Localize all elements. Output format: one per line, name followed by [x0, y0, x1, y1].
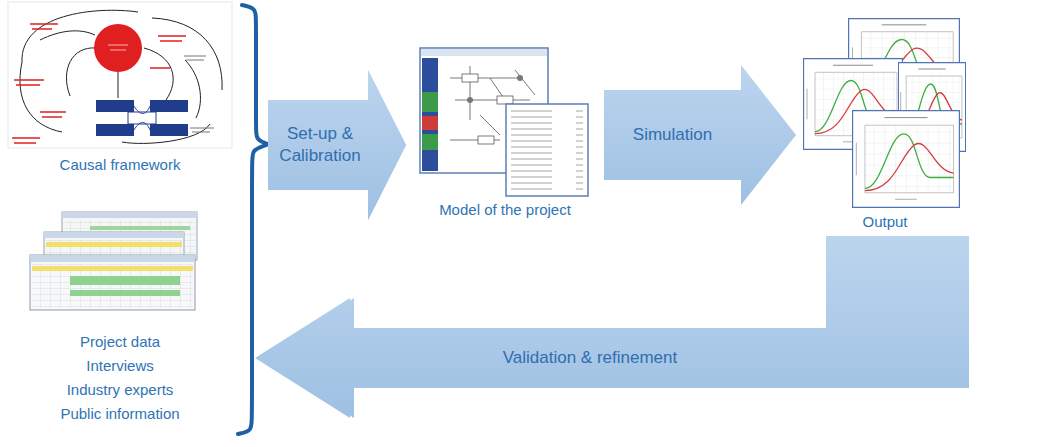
- spreadsheet-thumbnail: [30, 212, 197, 310]
- model-thumbnail: [420, 48, 588, 196]
- model-thumbnail: [422, 58, 438, 171]
- output-charts: [804, 18, 966, 207]
- model-thumbnail: [517, 75, 523, 81]
- causal-loop-thumbnail: [184, 56, 214, 132]
- arrow-label: Simulation: [633, 124, 712, 146]
- model-thumbnail: [422, 116, 438, 130]
- model-thumbnail: [462, 74, 478, 82]
- project-model-node: Model of the project: [411, 40, 599, 222]
- causal-loop-thumbnail: [134, 106, 150, 130]
- spreadsheet-thumbnail: [32, 266, 193, 271]
- curly-brace: [242, 5, 270, 145]
- node-caption: Causal framework: [1, 153, 239, 177]
- spreadsheet-thumbnail: [30, 255, 195, 310]
- spreadsheet-thumbnail: [62, 212, 197, 218]
- arrow-label: Validation & refinement: [503, 347, 678, 369]
- flow-connector: [255, 236, 969, 418]
- model-thumbnail: [467, 97, 473, 103]
- output-charts: [853, 111, 960, 208]
- flow-connector: [242, 5, 406, 220]
- causal-loop-thumbnail: [150, 124, 188, 136]
- model-thumbnail: [421, 49, 547, 56]
- spreadsheet-thumbnail: [46, 242, 182, 247]
- spreadsheet-thumbnail: [44, 232, 184, 238]
- block-arrow: [604, 65, 796, 205]
- spreadsheet-thumbnail: [70, 276, 180, 285]
- block-arrow: [268, 70, 406, 220]
- spreadsheet-thumbnail: [70, 290, 180, 296]
- input-sources-node: Project data Interviews Industry experts…: [5, 205, 235, 426]
- curly-brace: [238, 145, 266, 434]
- causal-loop-thumbnail: [96, 100, 134, 112]
- arrow-label: Set-up & Calibration: [273, 123, 368, 167]
- node-caption: Project data Interviews Industry experts…: [59, 330, 182, 426]
- model-thumbnail: [478, 136, 494, 144]
- causal-loop-thumbnail: [108, 45, 128, 50]
- causal-loop-thumbnail: [96, 124, 134, 136]
- node-caption: Output: [796, 210, 974, 234]
- output-node: Output: [796, 15, 974, 234]
- model-thumbnail: [422, 92, 438, 112]
- spreadsheet-thumbnail: [90, 226, 190, 230]
- model-thumbnail: [506, 104, 588, 196]
- causal-loop-thumbnail: [8, 2, 232, 148]
- spreadsheet-thumbnail: [32, 264, 193, 308]
- model-thumbnail: [497, 96, 513, 104]
- model-thumbnail: [511, 110, 583, 192]
- causal-loop-thumbnail: [150, 100, 188, 112]
- causal-loop-thumbnail: [8, 2, 232, 148]
- causal-loop-thumbnail: [94, 24, 142, 72]
- spreadsheet-thumbnail: [30, 255, 195, 262]
- block-arrow: [255, 236, 969, 418]
- model-thumbnail: [422, 134, 438, 150]
- causal-framework-node: Causal framework: [1, 0, 239, 177]
- flow-connector: [604, 65, 796, 205]
- node-caption: Model of the project: [411, 198, 599, 222]
- causal-loop-thumbnail: [20, 10, 222, 143]
